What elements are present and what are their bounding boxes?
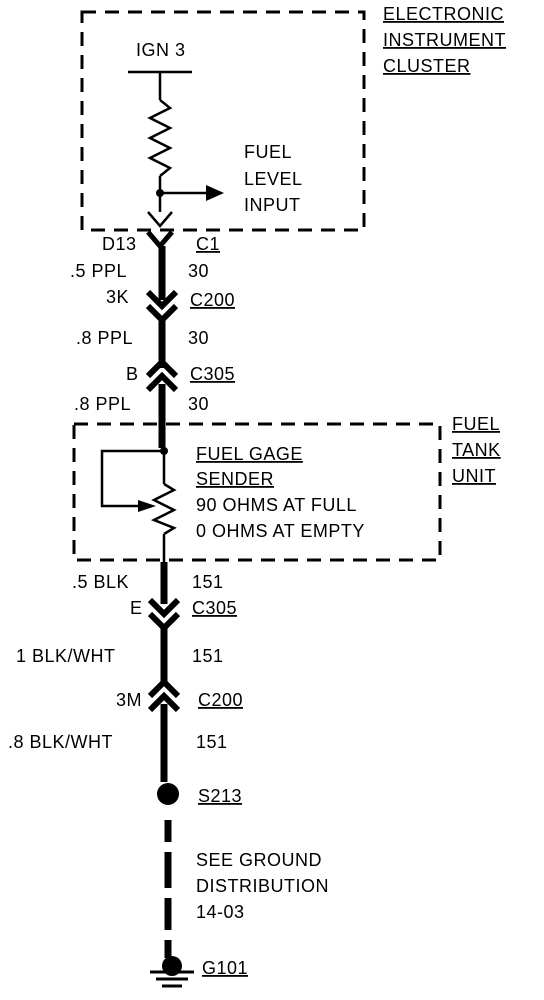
c1-socket-chevron-icon xyxy=(146,230,174,250)
wire-4-circuit: 151 xyxy=(192,572,224,592)
cluster-title-line-3: CLUSTER xyxy=(383,56,471,76)
c305-top-connector-label: C305 xyxy=(190,364,235,384)
sender-line-1: FUEL GAGE xyxy=(196,444,303,464)
wiper-return-wire xyxy=(100,449,164,508)
c305-bottom-pin-label: E xyxy=(130,598,143,618)
cluster-title-line-2: INSTRUMENT xyxy=(383,30,506,50)
c200-bottom-chevron-1-icon xyxy=(147,677,181,699)
wire-2-circuit: 30 xyxy=(188,328,209,348)
c200-bottom-pin-label: 3M xyxy=(116,690,142,710)
wire-6-gauge: .8 BLK/WHT xyxy=(8,732,113,752)
ground-note-line-2: DISTRIBUTION xyxy=(196,876,329,896)
wire-5-gauge: 1 BLK/WHT xyxy=(16,646,116,666)
wire-3-gauge: .8 PPL xyxy=(74,394,131,414)
wire-5-circuit: 151 xyxy=(192,646,224,666)
ign-label: IGN 3 xyxy=(136,40,186,60)
sender-line-2: SENDER xyxy=(196,469,274,489)
sender-resistor-icon xyxy=(150,482,177,536)
c305-top-chevron-1-icon xyxy=(145,357,179,379)
c200-top-connector-label: C200 xyxy=(190,290,235,310)
tank-title-line-2: TANK xyxy=(452,440,501,460)
c305-top-pin-label: B xyxy=(126,364,139,384)
wire-6-circuit: 151 xyxy=(196,732,228,752)
c305-bottom-chevron-1-icon xyxy=(147,597,181,619)
splice-dot-icon xyxy=(157,783,179,805)
tank-title-line-1: FUEL xyxy=(452,414,500,434)
c200-top-pin-label: 3K xyxy=(106,287,129,307)
fuel-level-line-1: FUEL xyxy=(244,142,292,162)
wire-1-gauge: .5 PPL xyxy=(70,261,127,281)
c1-pin-label: D13 xyxy=(102,234,137,254)
pullup-resistor-icon xyxy=(147,99,173,177)
fuel-level-line-2: LEVEL xyxy=(244,169,303,189)
splice-label: S213 xyxy=(198,786,242,806)
wire-1-circuit: 30 xyxy=(188,261,209,281)
wire-2-gauge: .8 PPL xyxy=(76,328,133,348)
cluster-boundary xyxy=(80,10,366,232)
c200-top-chevron-1-icon xyxy=(145,289,179,311)
c200-bottom-chevron-2-icon xyxy=(147,691,181,713)
c1-pin-chevron-icon xyxy=(147,211,173,228)
fuel-level-line-3: INPUT xyxy=(244,195,301,215)
c200-bottom-connector-label: C200 xyxy=(198,690,243,710)
arrow-right-icon xyxy=(206,185,224,201)
sender-spec-line-2: 0 OHMS AT EMPTY xyxy=(196,521,365,541)
wire-4-gauge: .5 BLK xyxy=(72,572,129,592)
c305-top-chevron-2-icon xyxy=(145,371,179,393)
cluster-title-line-1: ELECTRONIC xyxy=(383,4,504,24)
wiper-arrow-icon xyxy=(138,500,156,512)
wire-3-circuit: 30 xyxy=(188,394,209,414)
ground-note-line-3: 14-03 xyxy=(196,902,245,922)
tank-title-line-3: UNIT xyxy=(452,466,496,486)
sender-spec-line-1: 90 OHMS AT FULL xyxy=(196,495,357,515)
c305-bottom-connector-label: C305 xyxy=(192,598,237,618)
ground-label: G101 xyxy=(202,958,248,978)
ground-note-line-1: SEE GROUND xyxy=(196,850,322,870)
c1-connector-label: C1 xyxy=(196,234,220,254)
